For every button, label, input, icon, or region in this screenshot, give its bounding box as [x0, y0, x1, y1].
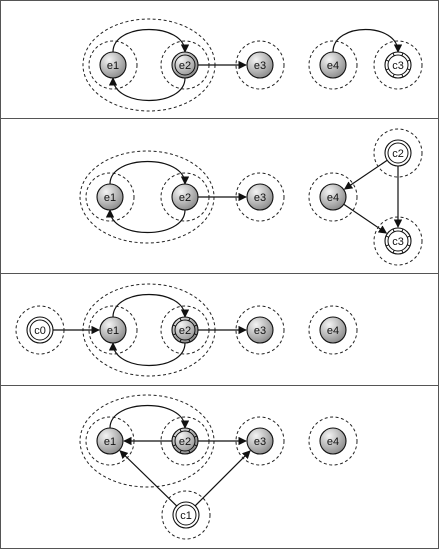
panel-3-node-e2: e2	[160, 305, 210, 355]
panel-1-node-c3: c3	[373, 40, 423, 90]
panel-4-node-e2-label: e2	[179, 436, 191, 448]
panel-3-node-e4: e4	[308, 305, 358, 355]
panel-2-node-c3: c3	[373, 216, 423, 266]
panel-3-node-e3: e3	[235, 305, 285, 355]
panel-1-node-e2: e2	[160, 40, 210, 90]
panel-1-edge-e2-to-e1	[108, 77, 186, 102]
panel-1-node-c3-label: c3	[392, 60, 404, 72]
panel-4-node-e3: e3	[235, 416, 285, 466]
panel-2-node-e1: e1	[85, 172, 135, 222]
panel-3-node-e1: e1	[88, 305, 138, 355]
panel-1-frame	[0, 0, 439, 119]
panel-1-node-e3-label: e3	[254, 60, 266, 72]
panel-4-node-e1: e1	[85, 416, 135, 466]
panel-3-node-c0-label: c0	[34, 325, 46, 337]
panel-3-node-c0: c0	[15, 305, 65, 355]
panel-2-node-c2-label: c2	[392, 148, 404, 160]
panel-2-edge-e1-to-e2	[109, 160, 190, 185]
panel-4-node-e3-label: e3	[254, 436, 266, 448]
panel-3-node-e2-label: e2	[179, 325, 191, 337]
panel-2-node-e3: e3	[235, 172, 285, 222]
panel-1-node-e2-label: e2	[179, 60, 191, 72]
panel-4-node-e4-label: e4	[327, 436, 339, 448]
panel-1-node-e4-label: e4	[327, 60, 339, 72]
panel-2-node-e2: e2	[160, 172, 210, 222]
panel-2-node-c3-label: c3	[392, 236, 404, 248]
panel-2-edge-e4-to-c3	[343, 203, 388, 234]
panel-4-node-c1-label: c1	[180, 510, 192, 522]
panel-2-node-c2: c2	[373, 128, 423, 178]
panel-3-edge-e2-to-e1	[108, 342, 186, 367]
panel-2-node-e1-label: e1	[104, 192, 116, 204]
panel-2-node-e4: e4	[308, 172, 358, 222]
panel-4-node-e1-label: e1	[104, 436, 116, 448]
panel-3-node-e4-label: e4	[327, 325, 339, 337]
panel-4-node-c1: c1	[161, 490, 211, 540]
panel-2-edge-e2-to-e1	[105, 209, 186, 234]
panel-1-edge-e1-to-e2	[112, 28, 190, 53]
panel-2-frame	[0, 118, 439, 274]
panel-4-node-e4: e4	[308, 416, 358, 466]
panel-3-node-e1-label: e1	[107, 325, 119, 337]
panel-2-node-e2-label: e2	[179, 192, 191, 204]
panel-4-edge-c1-to-e1	[119, 450, 178, 507]
panel-1-node-e3: e3	[235, 40, 285, 90]
panel-3-node-e3-label: e3	[254, 325, 266, 337]
panel-1-node-e1: e1	[88, 40, 138, 90]
panel-3-edge-e1-to-e2	[112, 293, 190, 318]
panel-4-frame	[0, 385, 439, 549]
panel-4-edge-c1-to-e3	[194, 450, 251, 507]
panel-4-node-e2: e2	[160, 416, 210, 466]
panel-2-edge-c2-to-e4	[343, 159, 388, 190]
panel-1-node-e4: e4	[308, 40, 358, 90]
panel-2-node-e3-label: e3	[254, 192, 266, 204]
panel-1-edge-e4-to-c3	[332, 28, 403, 53]
panel-1-node-e1-label: e1	[107, 60, 119, 72]
panel-4-edge-e1-to-e2	[109, 404, 190, 429]
panel-2-node-e4-label: e4	[327, 192, 339, 204]
